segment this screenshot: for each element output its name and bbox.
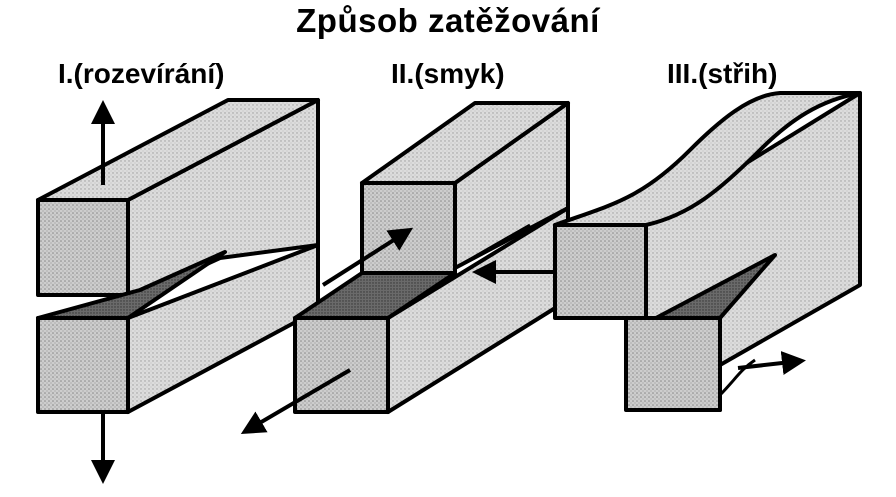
mode-3-label: III.(střih) xyxy=(667,58,778,89)
mode-2-upper-end xyxy=(360,181,457,275)
mode-2-arrow-upper xyxy=(321,227,414,287)
mode-3-top xyxy=(553,91,862,227)
mode-3-lower-curve xyxy=(718,358,756,397)
mode-1-label: I.(rozevírání) xyxy=(58,58,225,89)
mode-1-lower-end xyxy=(36,316,130,414)
mode-3-upper-end xyxy=(553,223,648,320)
mode-2-crack-line xyxy=(454,223,531,270)
mode-2-specimen xyxy=(293,101,570,414)
mode-3-specimen xyxy=(553,91,862,412)
mode-3-arrow-right xyxy=(737,351,806,375)
mode-3-lower-end xyxy=(624,316,722,412)
mode-2-arrow-lower xyxy=(240,368,352,435)
mode-2-label: II.(smyk) xyxy=(391,58,505,89)
diagram-title: Způsob zatěžování xyxy=(296,2,600,39)
mode-2-lower-end xyxy=(293,316,390,414)
mode-1-specimen xyxy=(36,98,320,414)
mode-1-upper-end xyxy=(36,198,130,297)
mode-3-crack xyxy=(654,253,777,320)
